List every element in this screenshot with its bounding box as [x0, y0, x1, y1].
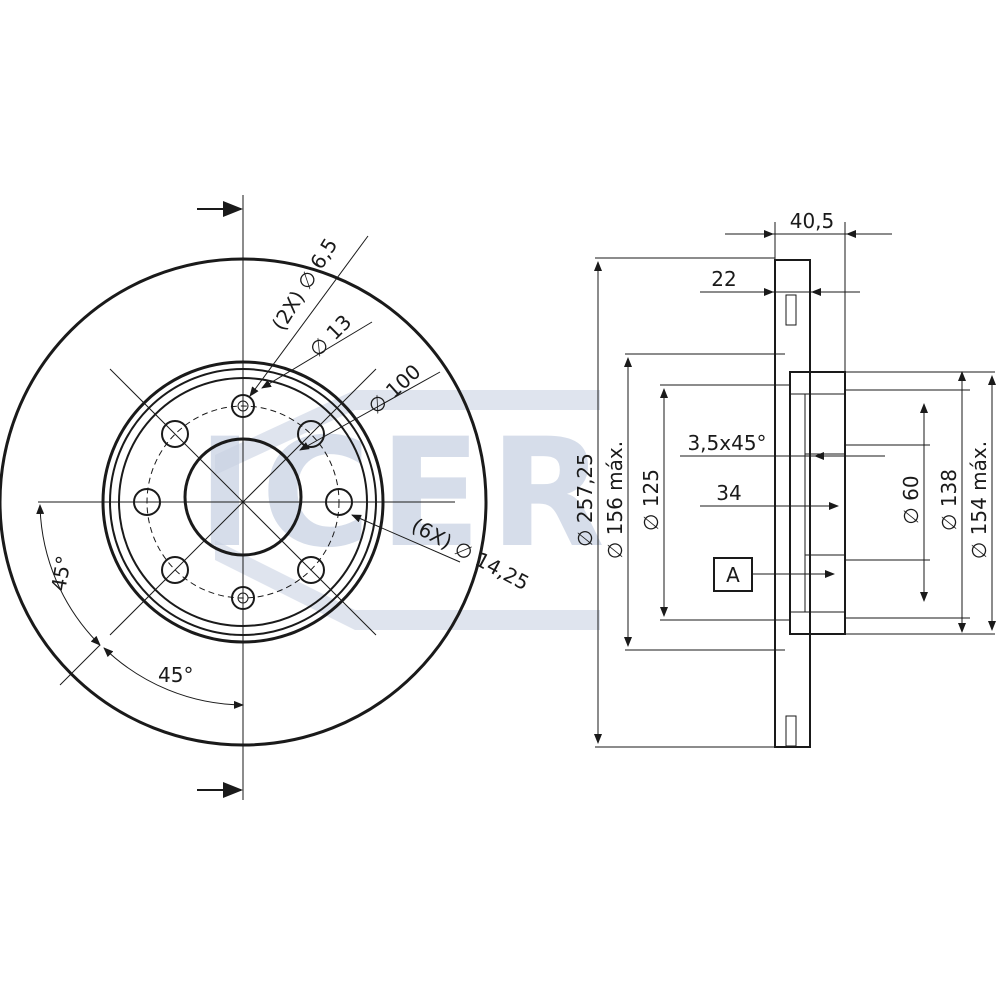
friction-ring-section	[774, 259, 811, 748]
center-bore-label: ∅ 60	[899, 475, 923, 524]
hat-face-hatch	[789, 393, 806, 613]
pin-hole-bottom	[231, 586, 255, 610]
hat-max-label: ∅ 154 máx.	[967, 441, 991, 559]
hub-diameter-label: ∅ 125	[639, 469, 663, 531]
bolt-hole	[161, 420, 189, 448]
datum-label: A	[726, 563, 740, 587]
vent-slot-bottom	[785, 715, 797, 747]
outer-diameter-label: ∅ 257,25	[573, 453, 597, 547]
bolt-hole	[297, 420, 325, 448]
icer-watermark: ICER	[197, 390, 613, 630]
watermark-text: ICER	[197, 407, 613, 581]
max-diameter-label: ∅ 156 máx.	[603, 441, 627, 559]
vent-slot-top	[785, 294, 797, 326]
overall-width-label: 40,5	[790, 209, 835, 233]
section-view: A 40,5 22 3,5x45° 34 ∅ 257,25 ∅ 156 máx.…	[573, 209, 996, 748]
bolt-hole	[297, 556, 325, 584]
diagonal-line-2	[109, 368, 377, 636]
bolt-hole	[133, 488, 161, 516]
hat-wall-hatch-bottom	[789, 611, 846, 635]
bolt-hole	[161, 556, 189, 584]
angle-arc-left	[36, 504, 101, 646]
disc-thickness-label: 22	[711, 267, 736, 291]
angle-extension	[59, 644, 101, 686]
hat-wall-hatch-top	[789, 371, 846, 395]
angle-left-label: 45°	[46, 554, 76, 593]
bolt-hole	[325, 488, 353, 516]
hat-section	[789, 371, 846, 635]
chamfer-label: 3,5x45°	[687, 431, 766, 455]
hat-diameter-label: ∅ 138	[937, 469, 961, 531]
datum-box	[713, 557, 753, 592]
angle-bottom-label: 45°	[158, 663, 193, 687]
leader-pin-hole	[249, 235, 369, 397]
leader-pitch	[299, 371, 441, 451]
leader-bolt-hole	[351, 514, 461, 563]
angle-arc-bottom	[103, 647, 244, 709]
leader-bore	[261, 321, 373, 389]
pin-hole-top	[231, 394, 255, 418]
pin-hole-bottom-inner	[237, 592, 249, 604]
hub-depth-label: 34	[716, 481, 741, 505]
pin-hole-top-inner	[237, 400, 249, 412]
